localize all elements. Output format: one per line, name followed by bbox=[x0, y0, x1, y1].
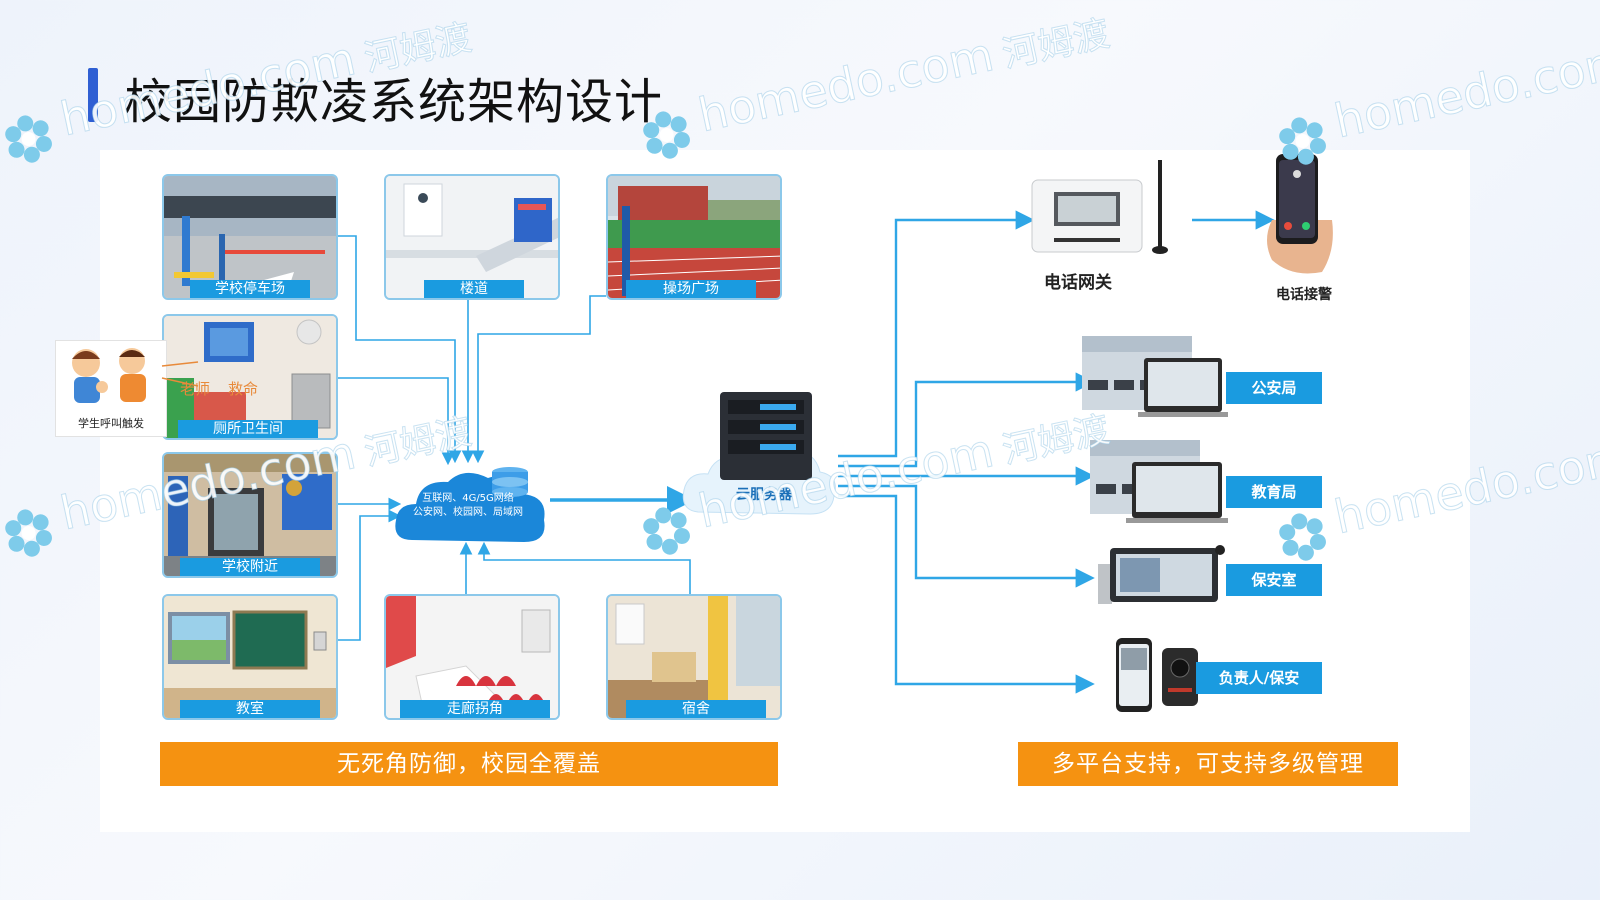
tile-dormitory-label: 宿舍 bbox=[626, 700, 766, 718]
tile-classroom-label: 教室 bbox=[180, 700, 320, 718]
tile-stairway: 楼道 bbox=[384, 174, 560, 300]
tile-corridor: 走廊拐角 bbox=[384, 594, 560, 720]
link-server-police bbox=[838, 372, 1095, 468]
tile-parking-label: 学校停车场 bbox=[190, 280, 310, 298]
police-monitor-icon bbox=[1082, 336, 1228, 417]
education-monitor-icon bbox=[1090, 440, 1228, 523]
target-police-label[interactable]: 公安局 bbox=[1226, 372, 1322, 404]
target-supervisor-label[interactable]: 负责人/保安 bbox=[1196, 662, 1322, 694]
speech-lines bbox=[161, 361, 199, 387]
network-line-1: 互联网、4G/5G网络 bbox=[422, 493, 514, 504]
link-parking bbox=[336, 235, 462, 464]
network-cloud-text: 互联网、4G/5G网络 公安网、校园网、局域网 bbox=[404, 492, 532, 520]
tile-dormitory: 宿舍 bbox=[606, 594, 782, 720]
tile-near-school: 学校附近 bbox=[162, 452, 338, 578]
tile-near-school-label: 学校附近 bbox=[180, 558, 320, 576]
stairway-scene-illustration bbox=[386, 176, 558, 298]
tile-stairway-label: 楼道 bbox=[424, 280, 524, 298]
student-trigger-card: 学生呼叫触发 bbox=[55, 340, 167, 437]
dormitory-scene-illustration bbox=[608, 596, 780, 718]
link-server-gateway bbox=[838, 210, 1035, 458]
network-cloud-icon bbox=[395, 467, 545, 542]
restroom-scene-illustration bbox=[164, 316, 336, 438]
speech-help: 救命 bbox=[228, 380, 259, 398]
student-cartoon-illustration bbox=[72, 348, 146, 403]
title-accent-bar bbox=[88, 68, 98, 122]
banner-full-coverage: 无死角防御，校园全覆盖 bbox=[160, 742, 778, 786]
page-title: 校园防欺凌系统架构设计 bbox=[124, 74, 664, 130]
link-dormitory bbox=[477, 541, 691, 594]
link-server-security bbox=[838, 484, 1095, 588]
network-line-2: 公安网、校园网、局域网 bbox=[413, 507, 523, 518]
mobile-phone-icon bbox=[1267, 154, 1333, 274]
tile-playground-label: 操场广场 bbox=[626, 280, 756, 298]
link-playground bbox=[471, 295, 606, 464]
tile-restroom: 厕所卫生间 bbox=[162, 314, 338, 440]
cloud-server-label: 云服务器 bbox=[736, 487, 792, 503]
banner-multi-platform: 多平台支持，可支持多级管理 bbox=[1018, 742, 1398, 786]
phone-answer-label: 电话接警 bbox=[1276, 287, 1332, 303]
tile-classroom: 教室 bbox=[162, 594, 338, 720]
link-classroom bbox=[336, 509, 402, 641]
tile-parking: 学校停车场 bbox=[162, 174, 338, 300]
phone-gateway-icon bbox=[1031, 160, 1168, 254]
target-education-label[interactable]: 教育局 bbox=[1226, 476, 1322, 508]
student-trigger-label: 学生呼叫触发 bbox=[78, 417, 144, 430]
speech-teacher: 老师 bbox=[180, 380, 211, 398]
handheld-devices-icon bbox=[1116, 638, 1198, 712]
tile-corridor-label: 走廊拐角 bbox=[400, 700, 550, 718]
security-console-icon bbox=[1098, 545, 1225, 604]
link-server-supervisor bbox=[838, 494, 1095, 694]
target-security-label[interactable]: 保安室 bbox=[1226, 564, 1322, 596]
tile-restroom-label: 厕所卫生间 bbox=[178, 420, 318, 438]
cloud-server-icon bbox=[682, 392, 836, 515]
tile-playground: 操场广场 bbox=[606, 174, 782, 300]
link-restroom bbox=[336, 377, 455, 466]
phone-gateway-label: 电话网关 bbox=[1044, 273, 1112, 293]
